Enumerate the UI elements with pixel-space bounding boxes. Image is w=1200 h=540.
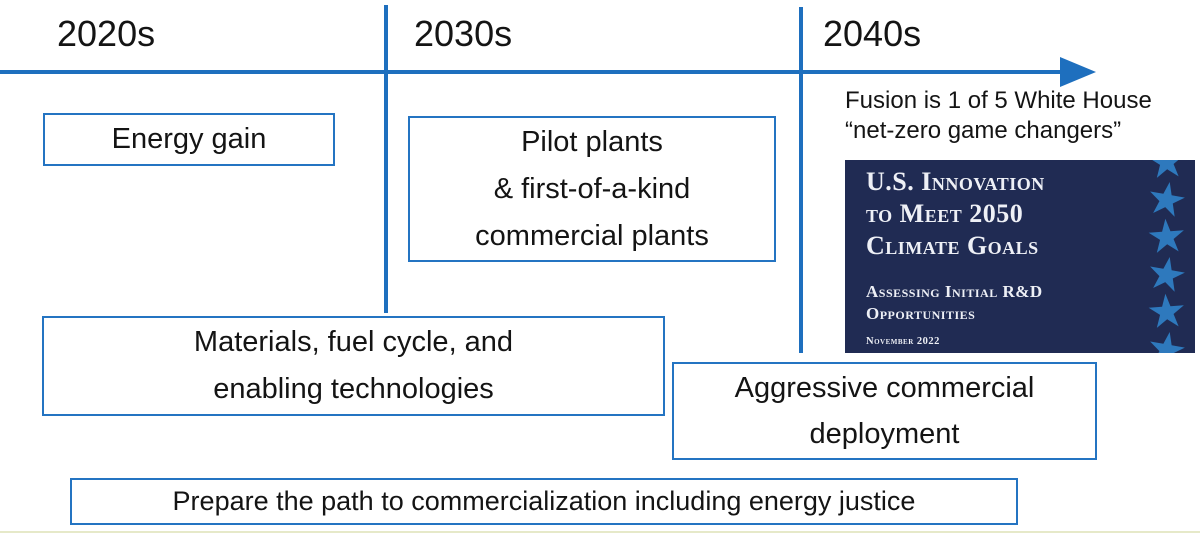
report-title: U.S. Innovation to Meet 2050 Climate Goa… bbox=[866, 166, 1045, 262]
pilot-plants-line: Pilot plants bbox=[521, 125, 663, 158]
decade-label-2030s: 2030s bbox=[414, 13, 513, 54]
pilot-plants-box: Pilot plants & first-of-a-kind commercia… bbox=[408, 116, 776, 262]
report-title-line: Climate Goals bbox=[866, 231, 1039, 260]
prepare-path-label: Prepare the path to commercialization in… bbox=[172, 486, 916, 516]
timeline-arrowhead-icon bbox=[1060, 57, 1096, 87]
timeline-axis bbox=[0, 70, 1062, 74]
prepare-path-box: Prepare the path to commercialization in… bbox=[70, 478, 1018, 525]
star-icon: ★ bbox=[1141, 318, 1192, 353]
report-date: November 2022 bbox=[866, 336, 940, 347]
decade-label-2040s: 2040s bbox=[823, 13, 922, 54]
pilot-plants-line: commercial plants bbox=[475, 219, 709, 252]
aggressive-deployment-box: Aggressive commercial deployment bbox=[672, 362, 1097, 460]
report-title-line: to Meet 2050 bbox=[866, 199, 1024, 228]
annotation-line: Fusion is 1 of 5 White House bbox=[845, 87, 1152, 114]
decade-divider-2040s bbox=[799, 7, 803, 353]
decade-divider-2030s bbox=[384, 5, 388, 313]
aggressive-line: Aggressive commercial bbox=[734, 372, 1035, 404]
energy-gain-box: Energy gain bbox=[43, 113, 335, 166]
report-subtitle: Assessing Initial R&D Opportunities bbox=[866, 281, 1043, 325]
report-subtitle-line: Opportunities bbox=[866, 304, 976, 323]
decade-label-2020s: 2020s bbox=[57, 13, 156, 54]
aggressive-line: deployment bbox=[809, 418, 960, 450]
report-subtitle-line: Assessing Initial R&D bbox=[866, 282, 1043, 301]
white-house-annotation: Fusion is 1 of 5 White House “net-zero g… bbox=[845, 86, 1200, 146]
materials-fuel-cycle-box: Materials, fuel cycle, and enabling tech… bbox=[42, 316, 665, 416]
annotation-line: “net-zero game changers” bbox=[845, 117, 1122, 144]
pilot-plants-line: & first-of-a-kind bbox=[493, 172, 691, 205]
materials-line: Materials, fuel cycle, and bbox=[193, 326, 514, 358]
energy-gain-label: Energy gain bbox=[111, 123, 267, 155]
report-cover-image: U.S. Innovation to Meet 2050 Climate Goa… bbox=[845, 160, 1195, 353]
slide-bottom-rule bbox=[0, 531, 1200, 533]
materials-line: enabling technologies bbox=[213, 373, 494, 405]
report-title-line: U.S. Innovation bbox=[866, 167, 1045, 196]
star-column: ★ ★ ★ ★ ★ ★ bbox=[1141, 160, 1192, 353]
